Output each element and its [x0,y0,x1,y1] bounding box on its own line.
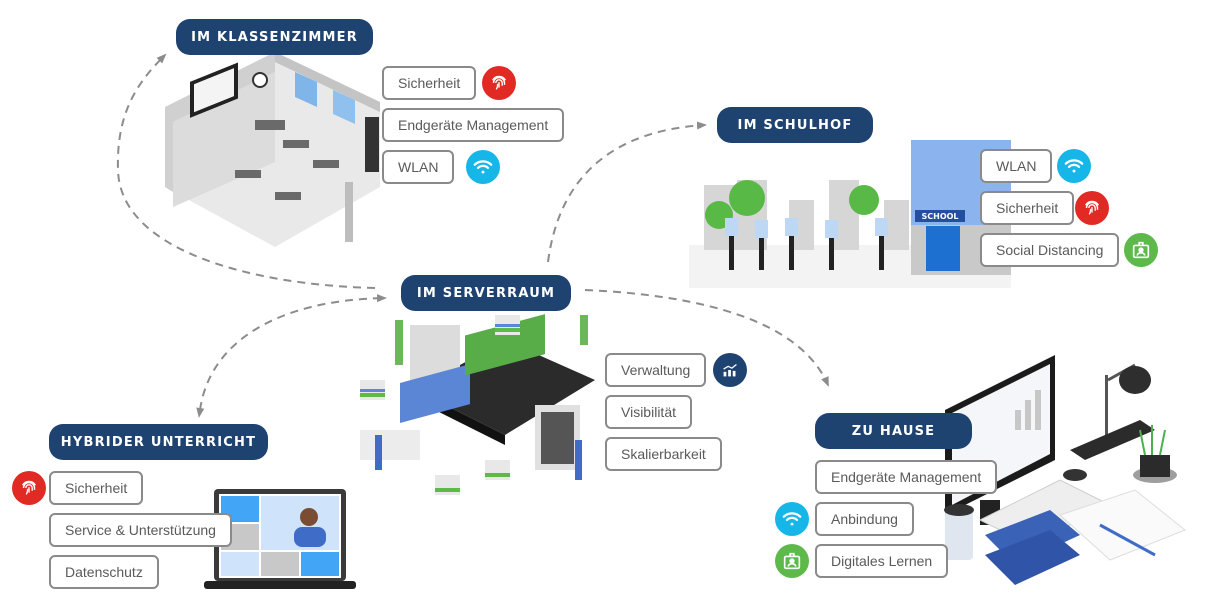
section-title-zuhause: ZU HAUSE [815,413,972,449]
feature-tag-service-unterstuetzung: Service & Unterstützung [49,513,232,547]
section-title-text: ZU HAUSE [851,423,936,439]
feature-tag-endgeraete-management: Endgeräte Management [815,460,998,494]
feature-tag-wlan: WLAN [382,150,455,184]
fingerprint-icon [482,66,516,100]
feature-tag-anbindung: Anbindung [815,502,914,536]
school-sign: SCHOOL [921,212,958,221]
fingerprint-icon [1075,191,1109,225]
section-title-schulhof: IM SCHULHOF [717,107,873,143]
feature-tag-endgeraete-management: Endgeräte Management [382,108,565,142]
arrow-serverraum-to-zuhause [584,289,829,387]
classroom-illustration [165,52,380,247]
feature-tag-wlan: WLAN [980,149,1053,183]
wifi-icon [1057,149,1091,183]
section-title-text: IM SERVERRAUM [416,285,556,301]
feature-tag-skalierbarkeit: Skalierbarkeit [605,437,722,471]
feature-tag-sicherheit: Sicherheit [49,471,144,505]
feature-tag-sicherheit: Sicherheit [382,66,477,100]
analytics-chart-icon [713,353,747,387]
laptop-video-call-illustration [204,489,356,589]
section-title-klassenzimmer: IM KLASSENZIMMER [176,19,373,55]
feature-tag-social-distancing: Social Distancing [980,233,1120,267]
wifi-icon [775,502,809,536]
section-title-hybrid: HYBRIDER UNTERRICHT [49,424,268,460]
section-title-text: HYBRIDER UNTERRICHT [60,434,257,450]
section-title-serverraum: IM SERVERRAUM [401,275,571,311]
arrow-to-serverraum-from-left [196,294,387,418]
section-title-text: IM SCHULHOF [737,117,853,133]
feature-tag-datenschutz: Datenschutz [49,555,159,589]
id-badge-icon [775,544,809,578]
id-badge-icon [1124,233,1158,267]
schoolyard-illustration: SCHOOL [689,140,1011,288]
feature-tag-visibilitaet: Visibilität [605,395,692,429]
section-title-text: IM KLASSENZIMMER [191,29,358,45]
wifi-icon [466,150,500,184]
feature-tag-digitales-lernen: Digitales Lernen [815,544,949,578]
feature-tag-verwaltung: Verwaltung [605,353,707,387]
arrow-serverraum-to-schulhof [547,121,707,263]
feature-tag-sicherheit: Sicherheit [980,191,1075,225]
serverroom-illustration [360,314,595,495]
fingerprint-icon [12,471,46,505]
